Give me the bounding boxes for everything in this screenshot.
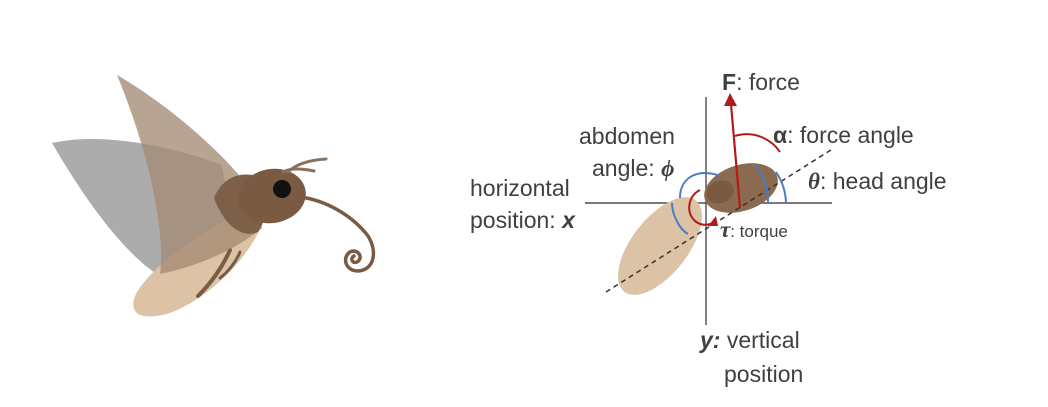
torque-label: τ: torque — [720, 217, 788, 242]
horizontal-label-line1: horizontal — [470, 175, 570, 201]
theta-angle-arc — [775, 171, 787, 204]
vertical-label-line2: position — [724, 361, 803, 387]
abdomen-angle-arc-lower — [671, 202, 689, 235]
force-angle-label: α: force angle — [773, 122, 914, 148]
moth-proboscis — [298, 195, 376, 273]
moth-leg-1 — [196, 248, 232, 298]
head-angle-label: θ: head angle — [808, 168, 947, 194]
moth-illustration — [52, 75, 376, 317]
schematic: F: force α: force angle abdomen angle: ϕ… — [470, 69, 947, 387]
moth-forewing — [117, 75, 262, 274]
vertical-label-line1: y: vertical — [699, 327, 800, 353]
head-angle-arc — [755, 164, 770, 204]
moth-leg-2 — [218, 250, 242, 280]
abdomen-angle-arc — [679, 172, 721, 199]
abdomen-ellipse — [618, 197, 702, 295]
force-label: F: force — [722, 69, 800, 95]
moth-head — [238, 168, 306, 224]
horizontal-label-line2: position: x — [470, 207, 576, 233]
force-arrowhead — [724, 93, 737, 106]
abdomen-label-line2: angle: ϕ — [592, 155, 674, 181]
moth-antenna-2 — [281, 167, 316, 174]
abdomen-label-line1: abdomen — [579, 123, 675, 149]
torque-arc — [688, 189, 715, 226]
torque-arrowhead — [708, 216, 718, 226]
force-angle-arc — [734, 133, 781, 153]
head-patch — [706, 180, 734, 204]
moth-eye — [273, 180, 291, 198]
force-arrow — [729, 103, 742, 209]
